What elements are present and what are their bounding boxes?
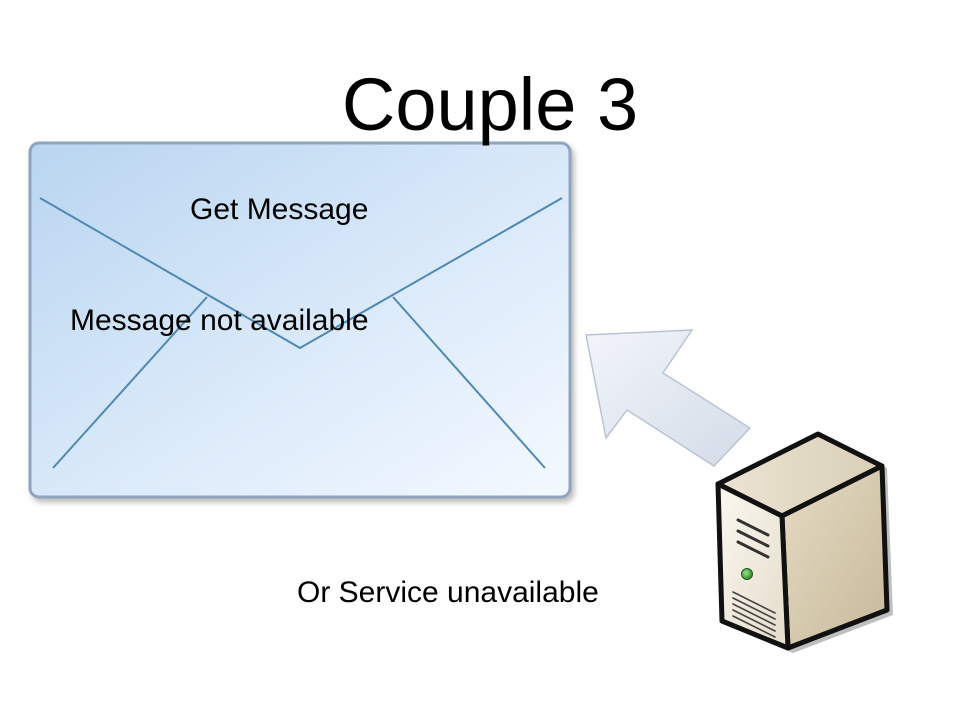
message-not-available-label: Message not available	[70, 304, 369, 337]
service-unavailable-label: Or Service unavailable	[297, 576, 599, 609]
slide-title: Couple 3	[341, 63, 639, 146]
get-message-label: Get Message	[190, 193, 369, 226]
